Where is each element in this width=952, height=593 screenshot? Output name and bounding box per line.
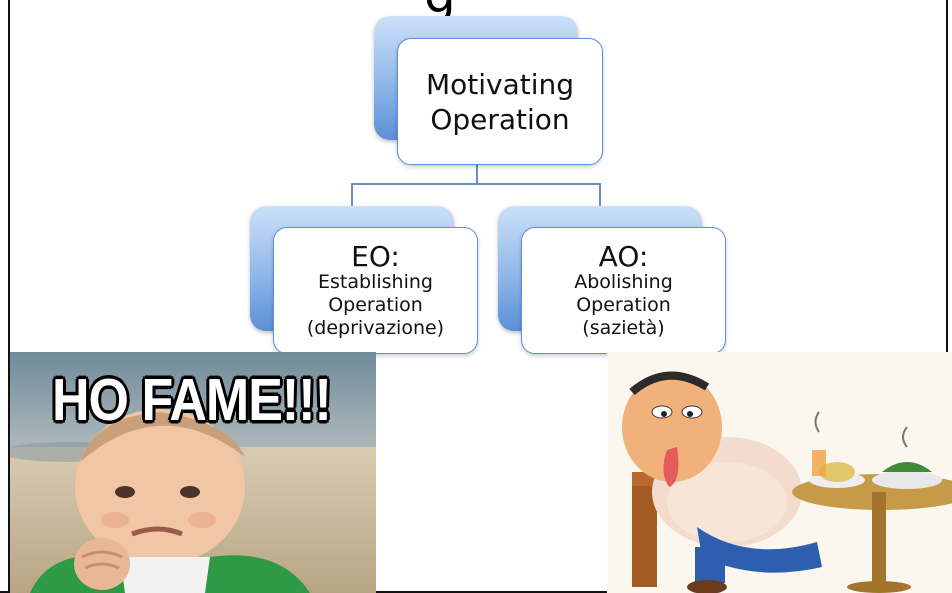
right-node-head: AO:: [598, 239, 649, 273]
left-node-line3: (deprivazione): [306, 316, 445, 339]
connector-horizontal: [351, 183, 601, 185]
connector-root-down: [476, 163, 478, 184]
baby-illustration: [10, 352, 376, 593]
slide-bottom-border: [0, 591, 952, 593]
full-man-cartoon-image: [607, 352, 952, 593]
right-node-line3: (sazietà): [582, 316, 665, 339]
full-man-illustration: [622, 371, 952, 593]
root-node-line1: Motivating: [425, 67, 575, 101]
slide-frame: [8, 0, 948, 592]
root-node: Motivating Operation: [397, 38, 603, 165]
left-node-line2: Operation: [328, 293, 423, 316]
left-node-head: EO:: [351, 239, 400, 273]
right-node-line1: Abolishing: [574, 271, 673, 293]
right-node-ao: AO: Abolishing Operation (sazietà): [521, 227, 726, 354]
connector-right-down: [599, 183, 601, 207]
connector-left-down: [351, 183, 353, 207]
left-node-eo: EO: Establishing Operation (deprivazione…: [273, 227, 478, 354]
left-node-line1: Establishing: [318, 271, 433, 293]
meme-caption: HO FAME!!!: [52, 367, 332, 434]
slide-title-fragment: g: [424, 0, 456, 20]
hungry-baby-meme-image: HO FAME!!!: [10, 352, 376, 593]
right-node-line2: Operation: [576, 293, 671, 316]
root-node-line2: Operation: [430, 102, 570, 136]
